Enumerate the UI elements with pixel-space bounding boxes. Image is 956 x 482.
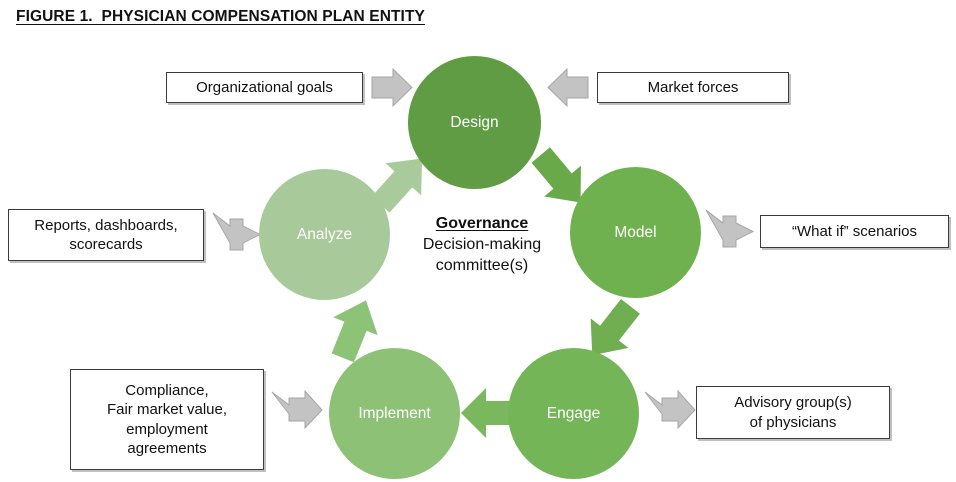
- label-box-compliance: Compliance, Fair market value, employmen…: [70, 369, 264, 470]
- label-box-market-forces: Market forces: [597, 72, 789, 103]
- label-compliance-line-1: Compliance,: [125, 382, 209, 400]
- arrow-compliance-to-implement: [271, 389, 323, 430]
- label-advisory-line-2: of physicians: [749, 413, 837, 431]
- label-reports-line-1: Reports, dashboards,: [34, 216, 178, 234]
- label-market-forces: Market forces: [647, 78, 739, 96]
- cycle-node-analyze-label: Analyze: [296, 225, 353, 243]
- label-organizational-goals: Organizational goals: [196, 78, 333, 96]
- cycle-node-design-label: Design: [450, 113, 499, 131]
- cycle-node-model[interactable]: Model: [570, 167, 701, 298]
- label-compliance-line-3: employment: [126, 420, 208, 438]
- arrow-model-to-whatif: [705, 209, 755, 248]
- page-title: FIGURE 1. PHYSICIAN COMPENSATION PLAN EN…: [16, 8, 425, 25]
- cycle-node-implement-label: Implement: [358, 404, 431, 422]
- cycle-node-design[interactable]: Design: [408, 56, 541, 189]
- cycle-node-implement[interactable]: Implement: [329, 348, 460, 479]
- governance-center-text: Governance Decision-making committee(s): [398, 213, 566, 276]
- label-reports-line-2: scorecards: [69, 236, 143, 253]
- governance-heading: Governance: [435, 215, 529, 232]
- governance-line-1: Decision-making: [422, 236, 542, 254]
- arrow-org-goals-to-design: [371, 67, 413, 108]
- label-what-if-scenarios: “What if” scenarios: [791, 222, 918, 240]
- label-box-what-if-scenarios: “What if” scenarios: [760, 215, 949, 248]
- governance-line-2: committee(s): [435, 257, 529, 275]
- label-box-advisory-group: Advisory group(s) of physicians: [696, 386, 890, 439]
- label-advisory-line-1: Advisory group(s): [734, 394, 852, 412]
- label-box-organizational-goals: Organizational goals: [166, 72, 363, 103]
- cycle-node-model-label: Model: [614, 223, 657, 241]
- arrow-engage-to-advisory: [644, 389, 696, 430]
- label-compliance-line-2: Fair market value,: [106, 401, 228, 419]
- label-box-reports: Reports, dashboards, scorecards: [8, 209, 204, 261]
- cycle-node-analyze[interactable]: Analyze: [259, 169, 390, 300]
- arrow-market-forces-to-design: [547, 67, 589, 108]
- cycle-node-engage-label: Engage: [546, 404, 601, 422]
- label-compliance-line-4: agreements: [127, 439, 207, 457]
- arrow-reports-to-analyze: [212, 212, 262, 251]
- cycle-node-engage[interactable]: Engage: [508, 348, 639, 479]
